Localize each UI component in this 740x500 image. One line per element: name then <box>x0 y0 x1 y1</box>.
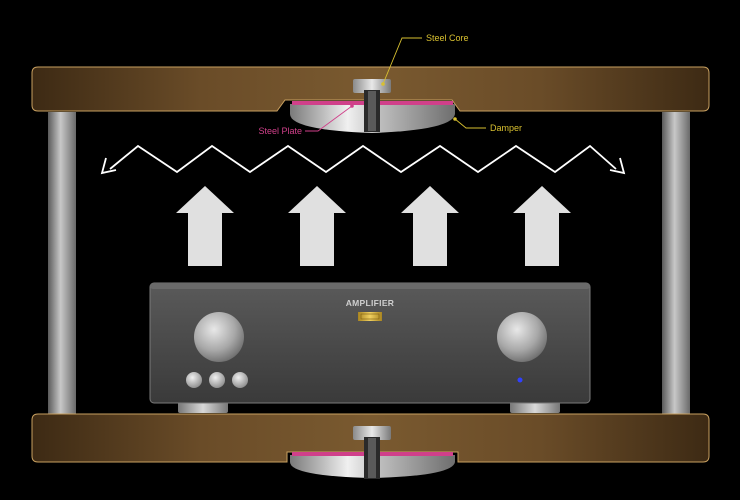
volume-knob-left <box>194 312 244 362</box>
up-arrow-3 <box>401 186 459 266</box>
upward-arrows <box>176 186 571 266</box>
bottom-steel-core-cap <box>353 426 391 440</box>
top-steel-core-cap <box>353 79 391 93</box>
power-led-indicator <box>517 377 523 383</box>
control-knob-2 <box>209 372 225 388</box>
zigzag-left-arrowhead <box>100 157 117 175</box>
up-arrow-2 <box>288 186 346 266</box>
control-knob-1 <box>186 372 202 388</box>
damper-label: Damper <box>490 123 522 133</box>
callout-steel-plate: Steel Plate <box>258 104 354 136</box>
volume-knob-right <box>497 312 547 362</box>
zigzag-right-arrowhead <box>609 157 626 175</box>
amplifier-brand-label: AMPLIFIER <box>346 298 395 308</box>
amplifier: AMPLIFIER <box>149 282 591 413</box>
callout-steel-core: Steel Core <box>381 33 469 86</box>
vibration-zigzag <box>109 144 617 174</box>
left-pillar <box>48 112 76 416</box>
control-knob-3 <box>232 372 248 388</box>
top-isolator <box>290 79 455 133</box>
up-arrow-1 <box>176 186 234 266</box>
right-pillar <box>662 112 690 416</box>
bottom-isolator <box>290 426 455 479</box>
callout-damper: Damper <box>453 117 522 133</box>
up-arrow-4 <box>513 186 571 266</box>
amplifier-badge <box>358 312 382 321</box>
steel-plate-label: Steel Plate <box>258 126 302 136</box>
steel-core-label: Steel Core <box>426 33 469 43</box>
